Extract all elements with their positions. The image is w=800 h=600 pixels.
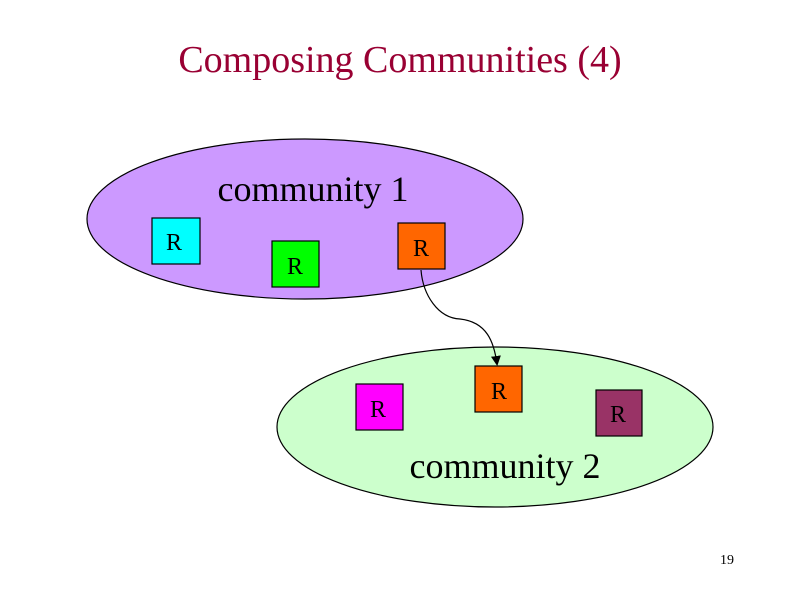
link-arrow	[420, 269, 501, 366]
resource-box-rect	[151, 217, 201, 265]
resource-box: R	[271, 240, 320, 288]
resource-box-rect	[355, 383, 404, 431]
resource-box-label: R	[610, 402, 626, 428]
resource-box: R	[474, 365, 523, 413]
slide-title: Composing Communities (4)	[178, 39, 622, 81]
resource-box-label: R	[166, 230, 182, 256]
resource-box: R	[355, 383, 404, 431]
resource-box: R	[595, 389, 643, 437]
resource-box-label: R	[413, 236, 429, 262]
resource-box-rect	[595, 389, 643, 437]
community-2-label: community 2	[410, 446, 601, 486]
resource-box: R	[151, 217, 201, 265]
resource-box-label: R	[491, 379, 507, 405]
resource-box-label: R	[287, 254, 303, 280]
community-1-label: community 1	[218, 169, 409, 209]
resource-box-label: R	[370, 397, 386, 423]
resource-box: R	[397, 222, 446, 270]
resource-box-rect	[271, 240, 320, 288]
resource-box-rect	[474, 365, 523, 413]
resource-box-rect	[397, 222, 446, 270]
page-number: 19	[720, 553, 734, 568]
